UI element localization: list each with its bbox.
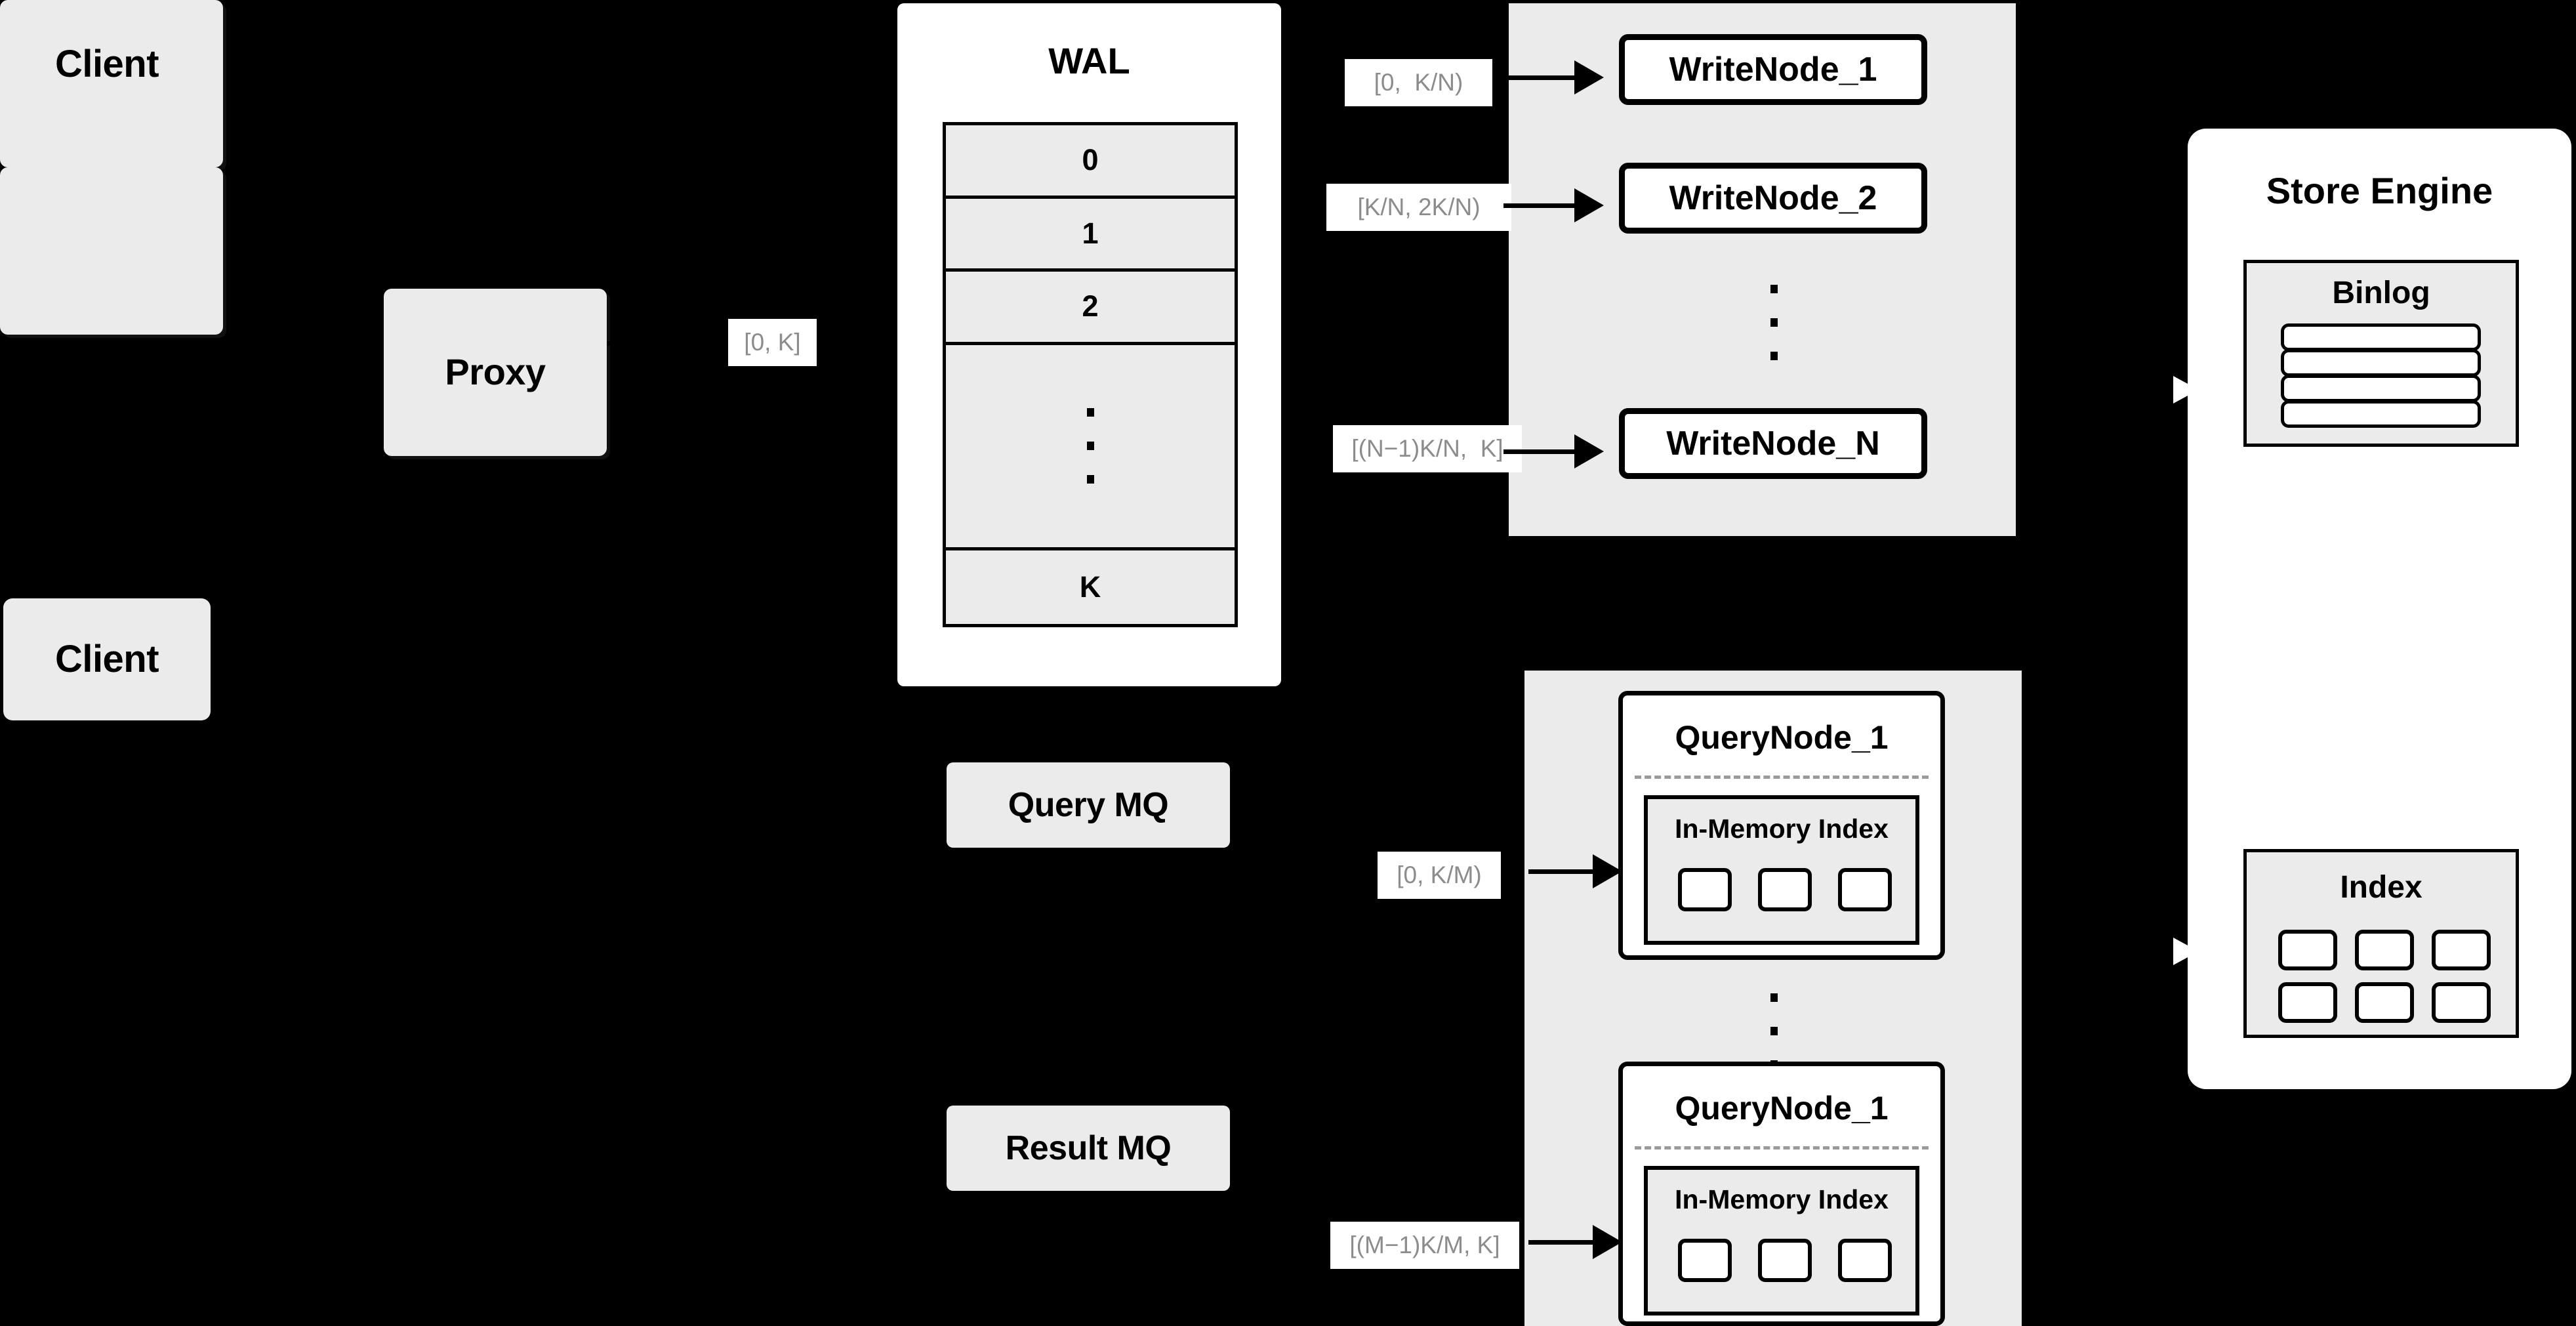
write-node-label-2: WriteNode_2 (1669, 179, 1877, 217)
query-node-card-m[interactable]: QueryNode_1 In-Memory Index (1618, 1062, 1945, 1326)
index-cell[interactable] (2355, 930, 2414, 970)
query-node-1-interval-label: [0, K/M) (1378, 852, 1501, 899)
write-node-2-interval-label: [K/N, 2K/N) (1326, 184, 1511, 231)
proxy-label: Proxy (445, 351, 546, 393)
index-cell[interactable] (2278, 982, 2337, 1023)
write-node-card-1[interactable]: WriteNode_1 (1619, 34, 1927, 105)
write-node-1-arrowhead-icon (1574, 60, 1604, 94)
wal-row[interactable]: K (946, 550, 1235, 625)
index-title: Index (2340, 870, 2423, 905)
query-mq-label: Query MQ (1008, 785, 1169, 824)
query-mq-box[interactable]: Query MQ (947, 762, 1230, 848)
result-mq-label: Result MQ (1005, 1129, 1172, 1167)
proxy-box[interactable]: Proxy (384, 289, 607, 456)
in-memory-index-cell[interactable] (1758, 1239, 1812, 1282)
store-engine-title: Store Engine (2266, 170, 2493, 211)
query-node-label-m: QueryNode_1 (1675, 1090, 1889, 1127)
write-node-n-arrowhead-icon (1574, 434, 1604, 468)
index-panel: Index (2243, 849, 2519, 1038)
write-node-n-arrow-line (1503, 449, 1576, 454)
binlog-bar[interactable] (2281, 375, 2481, 402)
in-memory-index-cell[interactable] (1838, 1239, 1892, 1282)
wal-title: WAL (1048, 40, 1130, 81)
wal-row-ellipsis (946, 344, 1235, 550)
in-memory-index-cell[interactable] (1678, 868, 1732, 911)
binlog-panel: Binlog (2243, 260, 2519, 447)
store-engine-panel: Store Engine Binlog Index (2188, 129, 2571, 1089)
query-node-m-arrow-line (1528, 1240, 1594, 1245)
binlog-arrow-line (2129, 389, 2175, 394)
binlog-bar[interactable] (2281, 323, 2481, 351)
write-node-label-n: WriteNode_N (1666, 425, 1880, 463)
query-node-m-arrowhead-icon (1593, 1225, 1622, 1259)
in-memory-index-cell[interactable] (1678, 1239, 1732, 1282)
wal-container: WAL 0 1 2 K (897, 3, 1281, 686)
index-arrow-line (2129, 951, 2175, 955)
in-memory-index-title-1: In-Memory Index (1675, 814, 1889, 844)
query-node-card-1[interactable]: QueryNode_1 In-Memory Index (1618, 691, 1945, 960)
in-memory-index-cell[interactable] (1758, 868, 1812, 911)
index-cell[interactable] (2432, 982, 2491, 1023)
query-node-divider-1 (1635, 776, 1929, 779)
query-node-divider-m (1635, 1146, 1929, 1150)
in-memory-index-box-m: In-Memory Index (1644, 1166, 1919, 1316)
binlog-bar[interactable] (2281, 349, 2481, 377)
client-box-1[interactable]: Client (3, 3, 211, 125)
index-cell[interactable] (2355, 982, 2414, 1023)
proxy-to-wal-line (607, 341, 679, 346)
wal-row[interactable]: 0 (946, 125, 1235, 199)
write-node-pool-ellipsis (1770, 272, 1778, 373)
client-label-1: Client (54, 42, 159, 85)
in-memory-index-cell[interactable] (1838, 868, 1892, 911)
index-cell[interactable] (2432, 930, 2491, 970)
index-cell[interactable] (2278, 930, 2337, 970)
write-node-2-arrowhead-icon (1574, 188, 1604, 222)
binlog-bar[interactable] (2281, 400, 2481, 428)
query-node-label-1: QueryNode_1 (1675, 719, 1889, 756)
proxy-output-interval-label: [0, K] (728, 319, 817, 366)
write-node-card-2[interactable]: WriteNode_2 (1619, 163, 1927, 234)
write-node-1-arrow-line (1503, 75, 1576, 80)
wal-row[interactable]: 1 (946, 198, 1235, 272)
wal-row[interactable]: 2 (946, 272, 1235, 345)
client-box-2[interactable]: Client (3, 598, 211, 720)
query-node-1-arrow-line (1528, 869, 1594, 874)
in-memory-index-box-1: In-Memory Index (1644, 795, 1919, 945)
result-mq-box[interactable]: Result MQ (947, 1106, 1230, 1191)
in-memory-index-title-m: In-Memory Index (1675, 1184, 1889, 1214)
write-node-n-interval-label: [(N−1)K/N, K] (1333, 425, 1522, 472)
client-label-2: Client (54, 637, 159, 680)
write-node-label-1: WriteNode_1 (1669, 51, 1877, 89)
proxy-stack-layer-2 (0, 167, 223, 335)
query-node-m-interval-label: [(M−1)K/M, K] (1330, 1222, 1519, 1269)
wal-table: 0 1 2 K (943, 122, 1238, 627)
write-node-2-arrow-line (1503, 203, 1576, 208)
write-node-card-n[interactable]: WriteNode_N (1619, 408, 1927, 479)
binlog-title: Binlog (2332, 276, 2430, 310)
write-node-1-interval-label: [0, K/N) (1345, 59, 1492, 106)
query-node-1-arrowhead-icon (1593, 854, 1622, 888)
